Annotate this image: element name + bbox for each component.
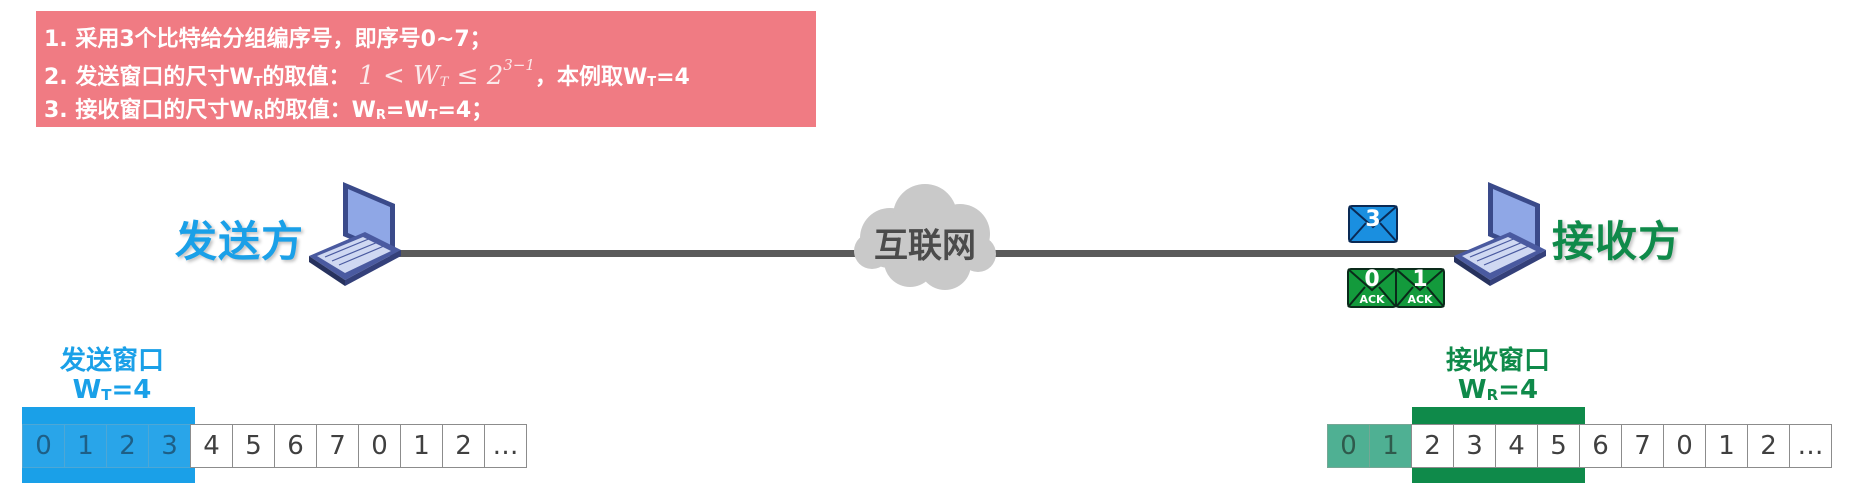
cloud-icon bbox=[854, 184, 996, 290]
ack-0-label: ACK bbox=[1359, 293, 1385, 306]
info-line-2-end: =4 bbox=[656, 65, 690, 90]
data-packet: 3 bbox=[1348, 205, 1398, 243]
send-seq-cell: 0 bbox=[358, 424, 401, 468]
recv-seq-cell: 7 bbox=[1621, 424, 1664, 468]
info-line-3: 3. 接收窗口的尺寸WR的取值：WR=WT=4； bbox=[44, 92, 493, 124]
recv-seq-cell: 3 bbox=[1453, 424, 1496, 468]
ack-1-number: 1 bbox=[1412, 267, 1428, 292]
send-seq-cell: 1 bbox=[400, 424, 443, 468]
send-seq-cell: 4 bbox=[190, 424, 233, 468]
send-seq-cell: 6 bbox=[274, 424, 317, 468]
ack-0-number: 0 bbox=[1364, 267, 1380, 292]
send-seq-cell: 5 bbox=[232, 424, 275, 468]
send-seq-cell: 0 bbox=[22, 424, 65, 468]
formula-exponent: 3−1 bbox=[503, 56, 535, 74]
recv-seq-cell: 0 bbox=[1327, 424, 1370, 468]
formula-le: ≤ 2 bbox=[448, 61, 504, 91]
info-line-2-sub: T bbox=[253, 75, 263, 90]
recv-seq-cell: 2 bbox=[1411, 424, 1454, 468]
ack-envelope-icon bbox=[1347, 268, 1397, 308]
ack-packet-0: 0 ACK bbox=[1347, 267, 1397, 308]
ack-1-label: ACK bbox=[1407, 293, 1433, 306]
recv-seq-cell: 1 bbox=[1369, 424, 1412, 468]
recv-seq-cell: 5 bbox=[1537, 424, 1580, 468]
recv-seq-cell: 6 bbox=[1579, 424, 1622, 468]
sender-laptop-icon bbox=[309, 182, 401, 286]
receiver-laptop-icon bbox=[1454, 182, 1546, 286]
recv-window-title: 接收窗口 bbox=[1445, 346, 1550, 376]
ack-packet-1: 1 ACK bbox=[1395, 267, 1445, 308]
info-line-2-prefix: 2. 发送窗口的尺寸W bbox=[44, 65, 254, 90]
ack-envelope-icon bbox=[1395, 268, 1445, 308]
envelope-icon bbox=[1348, 205, 1398, 243]
recv-seq-cell: 4 bbox=[1495, 424, 1538, 468]
network-label: 互联网 bbox=[874, 226, 976, 266]
send-seq-cell: … bbox=[484, 424, 527, 468]
info-line-2-suffix: ，本例取W bbox=[534, 65, 648, 90]
info-line-1: 1. 采用3个比特给分组编序号，即序号0~7； bbox=[44, 27, 492, 52]
send-window-size: WT=4 bbox=[40, 375, 184, 405]
send-seq-cell: 7 bbox=[316, 424, 359, 468]
send-window-size-value: =4 bbox=[111, 375, 152, 405]
send-seq-cell: 1 bbox=[64, 424, 107, 468]
recv-seq-cell: 0 bbox=[1663, 424, 1706, 468]
info-line-2: 2. 发送窗口的尺寸WT的取值： 1 < WT ≤ 23−1，本例取WT=4 bbox=[44, 56, 690, 91]
formula-sub: T bbox=[439, 75, 449, 90]
recv-seq-cell: … bbox=[1789, 424, 1832, 468]
send-window-size-w: W bbox=[72, 375, 102, 405]
send-seq-cell: 2 bbox=[442, 424, 485, 468]
window-formula: 1 < WT ≤ 23−1 bbox=[358, 56, 535, 91]
info-line-3-prefix: 3. 接收窗口的尺寸W bbox=[44, 98, 254, 123]
info-line-2-mid: 的取值： bbox=[262, 65, 351, 90]
receiver-label: 接收方 bbox=[1552, 217, 1682, 266]
recv-seq-cell: 1 bbox=[1705, 424, 1748, 468]
formula-lhs: 1 < W bbox=[358, 61, 440, 91]
info-line-3-sub2: R bbox=[375, 108, 386, 123]
send-window-size-sub: T bbox=[101, 386, 112, 404]
info-line-3-sub: R bbox=[253, 108, 264, 123]
info-line-3-eq: =W bbox=[385, 98, 429, 123]
info-line-3-sub3: T bbox=[428, 108, 438, 123]
info-line-3-mid: 的取值：W bbox=[263, 98, 376, 123]
recv-window-size-value: =4 bbox=[1498, 375, 1539, 405]
info-line-2-suffix-sub: T bbox=[647, 75, 657, 90]
recv-seq-cell: 2 bbox=[1747, 424, 1790, 468]
recv-window-size: WR=4 bbox=[1410, 375, 1586, 405]
send-seq-cell: 3 bbox=[148, 424, 191, 468]
recv-window-size-w: W bbox=[1457, 375, 1487, 405]
send-window-title: 发送窗口 bbox=[59, 346, 164, 376]
recv-window-size-sub: R bbox=[1486, 386, 1499, 404]
sender-label: 发送方 bbox=[175, 217, 305, 266]
info-box: 1. 采用3个比特给分组编序号，即序号0~7； 2. 发送窗口的尺寸WT的取值：… bbox=[36, 11, 816, 127]
data-packet-seq: 3 bbox=[1365, 207, 1381, 232]
send-seq-cell: 2 bbox=[106, 424, 149, 468]
info-line-3-end: =4； bbox=[437, 98, 494, 123]
